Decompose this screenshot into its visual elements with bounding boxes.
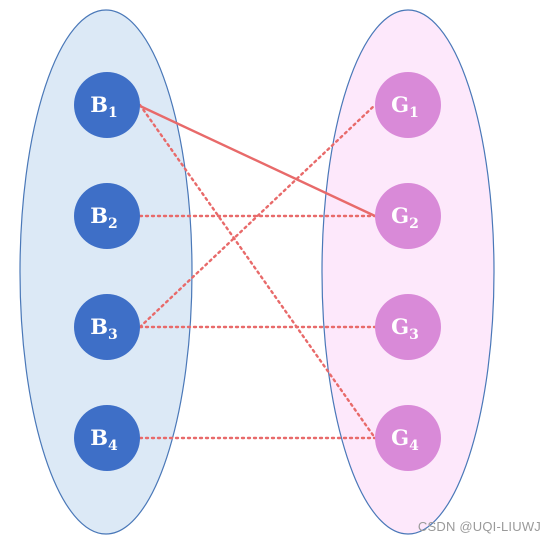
node-b3-subscript: 3 [108, 327, 118, 343]
node-g1-circle [375, 72, 441, 138]
edges [138, 103, 377, 440]
edge-b1-g2 [139, 104, 376, 218]
node-b3: B3 [74, 294, 140, 360]
node-b3-label: B3 [90, 314, 118, 343]
node-g3-letter: G [391, 314, 409, 339]
node-g2-letter: G [391, 203, 409, 228]
node-g1: G1 [375, 72, 441, 138]
node-b1-label: B1 [90, 92, 118, 121]
node-b4-label: B4 [90, 425, 118, 454]
node-g1-label: G1 [391, 92, 419, 121]
node-b2-circle [74, 183, 140, 249]
watermark-text: CSDN @UQI-LIUWJ [417, 519, 541, 534]
node-b2-letter: B [90, 203, 108, 228]
node-g3-circle [375, 294, 441, 360]
edge-b1-g4 [138, 103, 377, 440]
node-b2: B2 [74, 183, 140, 249]
node-g1-letter: G [391, 92, 409, 117]
node-b4-circle [74, 405, 140, 471]
node-g2: G2 [375, 183, 441, 249]
node-b4: B4 [74, 405, 140, 471]
edge-b3-g1 [138, 103, 377, 329]
node-g3-label: G3 [391, 314, 419, 343]
node-b2-subscript: 2 [108, 216, 118, 232]
node-b1-circle [74, 72, 140, 138]
node-b1: B1 [74, 72, 140, 138]
node-g4-circle [375, 405, 441, 471]
node-g3: G3 [375, 294, 441, 360]
node-g2-subscript: 2 [409, 216, 419, 232]
node-g4-label: G4 [391, 425, 419, 454]
right-group-ellipse [321, 9, 495, 535]
node-g1-subscript: 1 [409, 105, 419, 121]
node-g3-subscript: 3 [409, 327, 419, 343]
left-group-ellipse [19, 9, 193, 535]
node-b3-circle [74, 294, 140, 360]
node-g4-letter: G [391, 425, 409, 450]
node-g4-subscript: 4 [409, 438, 419, 454]
node-b1-subscript: 1 [108, 105, 118, 121]
node-g2-label: G2 [391, 203, 419, 232]
node-g2-circle [375, 183, 441, 249]
node-b1-letter: B [90, 92, 108, 117]
node-b4-subscript: 4 [108, 438, 118, 454]
node-b3-letter: B [90, 314, 108, 339]
node-g4: G4 [375, 405, 441, 471]
node-b2-label: B2 [90, 203, 118, 232]
node-b4-letter: B [90, 425, 108, 450]
